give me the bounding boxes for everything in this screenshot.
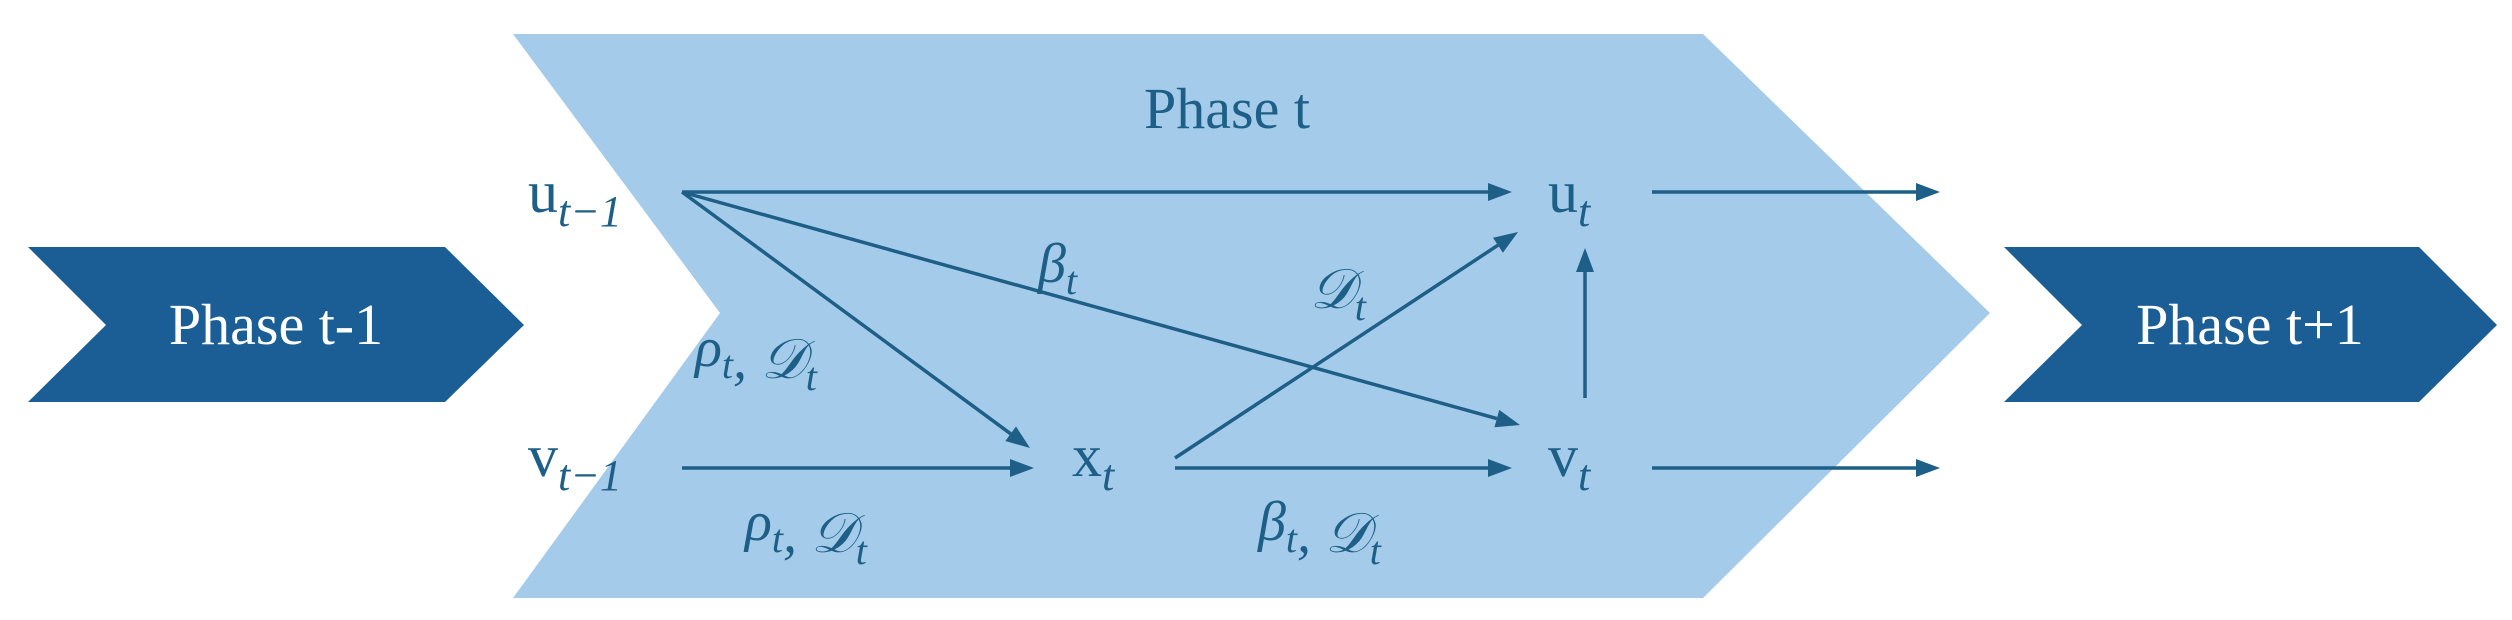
edge-x-t-to-v-t bbox=[1175, 459, 1512, 477]
edge-u-t-out bbox=[1652, 183, 1940, 201]
node-x-t-sub: t bbox=[1102, 451, 1116, 500]
edge-label-u-prev-to-v-t-part-0: β bbox=[1037, 233, 1066, 295]
edge-x-t-to-u-t-line bbox=[1174, 243, 1499, 460]
edge-u-t-out-head bbox=[1916, 183, 1940, 201]
phase-next-chevron bbox=[2004, 247, 2497, 402]
edge-label-v-prev-to-x-t-part-0-sub: t bbox=[772, 516, 784, 561]
phase-current-label: Phase t bbox=[1144, 76, 1310, 141]
edge-x-t-to-u-t bbox=[1174, 232, 1518, 460]
edge-x-t-to-u-t-head bbox=[1493, 232, 1518, 253]
edge-label-x-t-to-v-t-part-1: , bbox=[1297, 503, 1325, 565]
node-u-t: ut bbox=[1548, 159, 1592, 236]
node-v-prev-base: v bbox=[528, 423, 558, 489]
edge-u-prev-to-x-t-head bbox=[1005, 426, 1030, 448]
node-u-t-base: u bbox=[1548, 159, 1578, 225]
edge-v-prev-to-x-t bbox=[682, 459, 1034, 477]
node-x-t-base: x bbox=[1072, 423, 1102, 489]
edge-u-prev-to-u-t bbox=[682, 183, 1512, 201]
edge-label-v-prev-to-x-t-part-1: , bbox=[783, 503, 811, 565]
edge-u-prev-to-x-t bbox=[680, 190, 1030, 448]
node-u-prev-base: u bbox=[528, 159, 558, 225]
node-v-t-sub: t bbox=[1578, 451, 1592, 500]
node-v-prev: vt−1 bbox=[528, 423, 622, 500]
edge-u-prev-to-x-t-line bbox=[680, 190, 1012, 436]
node-u-prev-sub: t−1 bbox=[558, 187, 622, 236]
edge-label-v-prev-to-x-t-part-2-sub: t bbox=[856, 528, 868, 573]
node-v-prev-sub: t−1 bbox=[558, 451, 622, 500]
edge-label-u-prev-to-x-t-part-1: , bbox=[733, 329, 761, 391]
phase-prev-label: Phase t-1 bbox=[169, 292, 383, 357]
edge-label-x-t-to-v-t-part-2-sub: t bbox=[1370, 528, 1382, 573]
edge-v-t-to-u-t-head bbox=[1576, 248, 1594, 272]
edge-label-v-prev-to-x-t-part-0: ρ bbox=[743, 491, 772, 553]
node-v-t-base: v bbox=[1548, 423, 1578, 489]
edge-u-prev-to-v-t-line bbox=[681, 190, 1498, 421]
edge-label-x-t-to-v-t-part-0-sub: t bbox=[1286, 516, 1298, 561]
edge-v-prev-to-x-t-head bbox=[1010, 459, 1034, 477]
edge-u-prev-to-v-t bbox=[681, 190, 1520, 428]
edges bbox=[680, 183, 1940, 477]
edge-label-u-prev-to-x-t-part-0: ρ bbox=[693, 317, 722, 379]
edge-label-x-t-to-v-t-part-0: β bbox=[1257, 491, 1286, 553]
edge-label-u-prev-to-v-t-part-0-sub: t bbox=[1066, 258, 1078, 303]
node-u-prev: ut−1 bbox=[528, 159, 622, 236]
edge-v-t-to-u-t bbox=[1576, 248, 1594, 398]
edge-label-x-t-to-u-t-part-0-sub: t bbox=[1355, 284, 1367, 329]
edge-label-u-prev-to-v-t: βt bbox=[1037, 233, 1078, 303]
edge-v-t-out-head bbox=[1916, 459, 1940, 477]
node-v-t: vt bbox=[1548, 423, 1592, 500]
edge-label-u-prev-to-x-t-part-2-sub: t bbox=[806, 354, 818, 399]
edge-u-prev-to-v-t-head bbox=[1494, 409, 1520, 428]
edge-v-t-out bbox=[1652, 459, 1940, 477]
edge-label-u-prev-to-x-t-part-0-sub: t bbox=[722, 342, 734, 387]
phase-t-chevron bbox=[513, 34, 1990, 598]
node-u-t-sub: t bbox=[1578, 187, 1592, 236]
edge-u-prev-to-u-t-head bbox=[1488, 183, 1512, 201]
phase-next-label: Phase t+1 bbox=[2136, 292, 2364, 357]
node-x-t: xt bbox=[1072, 423, 1116, 500]
phase-prev-chevron bbox=[28, 247, 524, 402]
edge-x-t-to-v-t-head bbox=[1488, 459, 1512, 477]
